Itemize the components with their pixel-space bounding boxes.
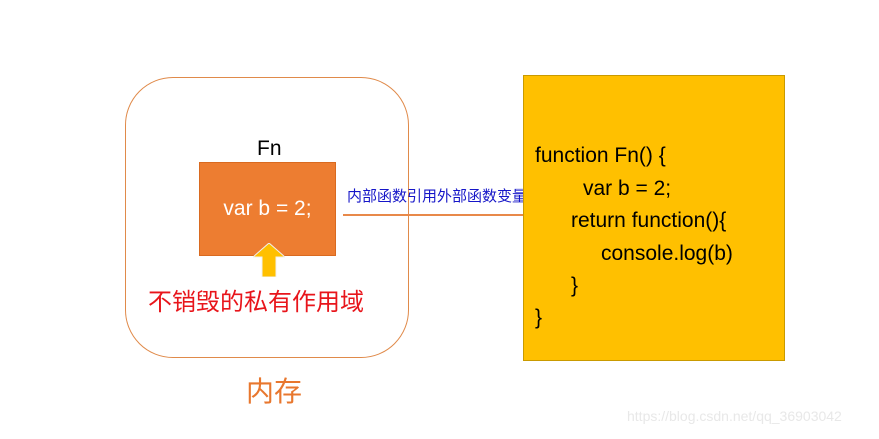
code-line: console.log(b) <box>601 242 733 265</box>
reference-label: 内部函数引用外部函数变量 <box>347 187 528 205</box>
code-block: function Fn() { var b = 2; return functi… <box>523 75 785 361</box>
fn-title: Fn <box>257 137 282 160</box>
memory-container <box>125 77 409 358</box>
code-line: } <box>535 306 543 329</box>
code-line: function Fn() { <box>535 144 666 167</box>
up-arrow-icon <box>253 243 285 277</box>
private-scope-box: var b = 2; <box>199 162 336 256</box>
code-line: return function(){ <box>571 209 727 232</box>
scope-caption: 不销毁的私有作用域 <box>148 288 364 316</box>
code-line: var b = 2; <box>583 177 672 200</box>
scope-code: var b = 2; <box>223 197 312 220</box>
code-line: } <box>571 274 579 297</box>
watermark: https://blog.csdn.net/qq_36903042 <box>627 408 842 424</box>
memory-label: 内存 <box>246 375 303 408</box>
